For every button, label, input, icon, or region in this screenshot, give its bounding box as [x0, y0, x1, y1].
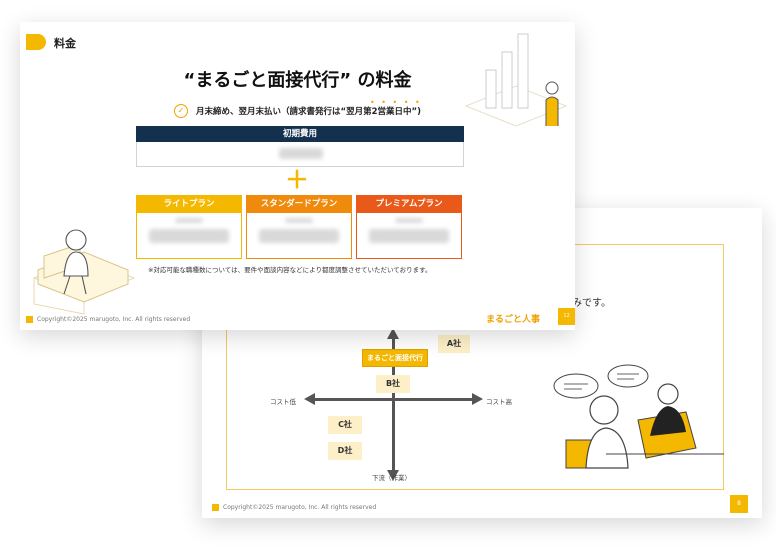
company-marugoto: まるごと面接代行 [362, 349, 428, 367]
blurred-price [395, 218, 423, 223]
check-circle-icon: ✓ [174, 104, 188, 118]
plus-icon: ＋ [285, 166, 309, 194]
plan-light-header: ライトプラン [136, 195, 242, 213]
plan-standard-body [246, 213, 352, 259]
section-label: 料金 [54, 37, 76, 50]
copyright-square-icon [212, 504, 219, 511]
arrow-right-icon [472, 393, 483, 405]
horizontal-axis [314, 398, 474, 401]
vertical-axis [392, 336, 395, 476]
arrow-down-icon [387, 470, 399, 481]
footnote: ※対応可能な職種数については、要件や面談内容などにより都度調整させていただいてお… [148, 266, 432, 274]
emphasis-dots: • • • • • [370, 98, 422, 107]
company-c: C社 [328, 416, 362, 434]
strength-text: 強みです。 [562, 298, 611, 309]
front-page-number: 12 [558, 308, 575, 325]
person-sofa-illustration [32, 229, 136, 315]
blurred-price [149, 229, 229, 243]
axis-label-cost-low: コスト低 [270, 398, 296, 406]
bar-chart-person-illustration [464, 33, 568, 127]
blurred-price [285, 218, 313, 223]
plan-premium: プレミアムプラン [356, 195, 462, 259]
front-slide: 料金 “まるごと面接代行” の料金 ✓ 月末締め、翌月末払い（請求書発行は“翌月… [20, 22, 575, 330]
payment-note: 月末締め、翌月末払い（請求書発行は“翌月第2営業日中”) [196, 107, 421, 117]
back-copyright: Copyright©2025 marugoto, Inc. All rights… [212, 504, 376, 511]
plan-standard: スタンダードプラン [246, 195, 352, 259]
blurred-price [369, 229, 449, 243]
initial-fee-body [136, 142, 464, 167]
blurred-price [259, 229, 339, 243]
plan-light: ライトプラン [136, 195, 242, 259]
front-copyright: Copyright©2025 marugoto, Inc. All rights… [26, 316, 190, 323]
plan-premium-header: プレミアムプラン [356, 195, 462, 213]
axis-label-downstream: 下流（作業） [372, 474, 411, 482]
initial-fee-header: 初期費用 [136, 126, 464, 142]
axis-label-cost-high: コスト高 [486, 398, 512, 406]
company-b: B社 [376, 375, 410, 393]
section-tab-marker [26, 34, 46, 50]
copyright-square-icon [26, 316, 33, 323]
front-brand: まるごと人事 [486, 315, 541, 325]
company-d: D社 [328, 442, 362, 460]
video-meeting-illustration [553, 364, 724, 469]
arrow-up-icon [387, 328, 399, 339]
plan-standard-header: スタンダードプラン [246, 195, 352, 213]
blurred-price [175, 218, 203, 223]
back-page-number: 8 [730, 495, 748, 513]
company-a: A社 [438, 335, 470, 353]
arrow-left-icon [304, 393, 315, 405]
plan-premium-body [356, 213, 462, 259]
plan-light-body [136, 213, 242, 259]
blurred-price [279, 148, 323, 159]
slide-title: “まるごと面接代行” の料金 [183, 70, 412, 91]
